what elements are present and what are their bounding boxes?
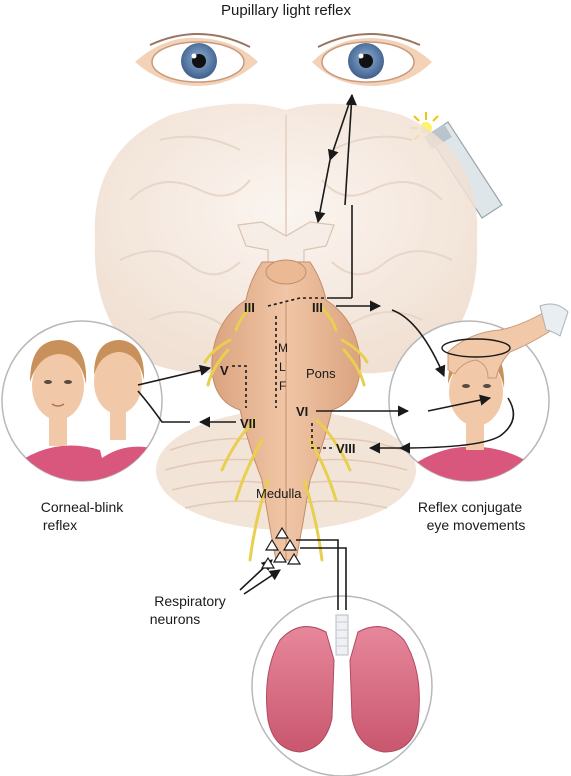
lungs-panel	[251, 595, 433, 776]
corneal-caption-line2: reflex	[43, 517, 77, 533]
triangle-neuron-icon	[282, 538, 298, 551]
nerve-iii-right: III	[312, 300, 323, 315]
cranial-nerves	[203, 306, 369, 562]
hand-icon	[447, 303, 569, 379]
lungs-icon	[266, 614, 420, 753]
triangle-neuron-icon	[264, 538, 280, 551]
respiratory-caption-line1: Respiratory	[154, 593, 226, 609]
title-text: Pupillary light reflex	[221, 2, 352, 19]
nerve-vi: VI	[296, 404, 308, 419]
triangle-neuron-icon	[260, 556, 276, 569]
triangle-neuron-icon	[272, 550, 288, 563]
eye-icon	[135, 33, 258, 86]
mlf-letter-m: M	[278, 341, 288, 355]
nerve-v: V	[220, 363, 229, 378]
triangle-neuron-icon	[286, 552, 302, 565]
conjugate-caption-line2: eye movements	[427, 517, 526, 533]
nerve-viii: VIII	[336, 441, 356, 456]
mlf-letter-f: F	[279, 379, 286, 393]
nerve-vii: VII	[240, 416, 256, 431]
triangle-neuron-icon	[274, 526, 290, 539]
nerve-iii-left: III	[244, 300, 255, 315]
pons-label: Pons	[306, 366, 336, 381]
corneal-caption-line1: Corneal-blink	[41, 499, 124, 515]
respiratory-caption-line2: neurons	[150, 611, 201, 627]
respiratory-neurons	[260, 526, 302, 569]
conjugate-caption-line1: Reflex conjugate	[418, 499, 523, 515]
eyes-group	[135, 33, 432, 86]
mlf-letter-l: L	[279, 360, 286, 374]
eye-icon	[312, 33, 432, 86]
pathway-arrows	[137, 93, 515, 610]
optic-chiasm	[237, 221, 335, 263]
medulla-label: Medulla	[256, 486, 302, 501]
